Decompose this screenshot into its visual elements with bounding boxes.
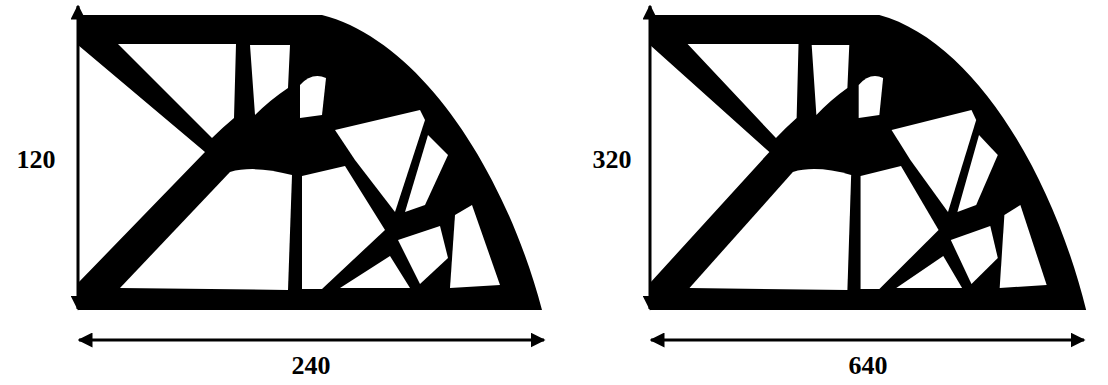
dimension-label: 240 bbox=[292, 353, 331, 379]
dimension-arrow bbox=[79, 339, 544, 342]
dimension-label: 120 bbox=[17, 147, 56, 173]
dimension-arrow bbox=[651, 339, 1084, 342]
dimension-label: 640 bbox=[849, 353, 888, 379]
topology-shape bbox=[78, 15, 542, 310]
dimension-arrow bbox=[77, 6, 80, 309]
dimension-arrow bbox=[649, 6, 652, 309]
dimension-label: 320 bbox=[593, 147, 632, 173]
topology-shape bbox=[650, 15, 1086, 310]
